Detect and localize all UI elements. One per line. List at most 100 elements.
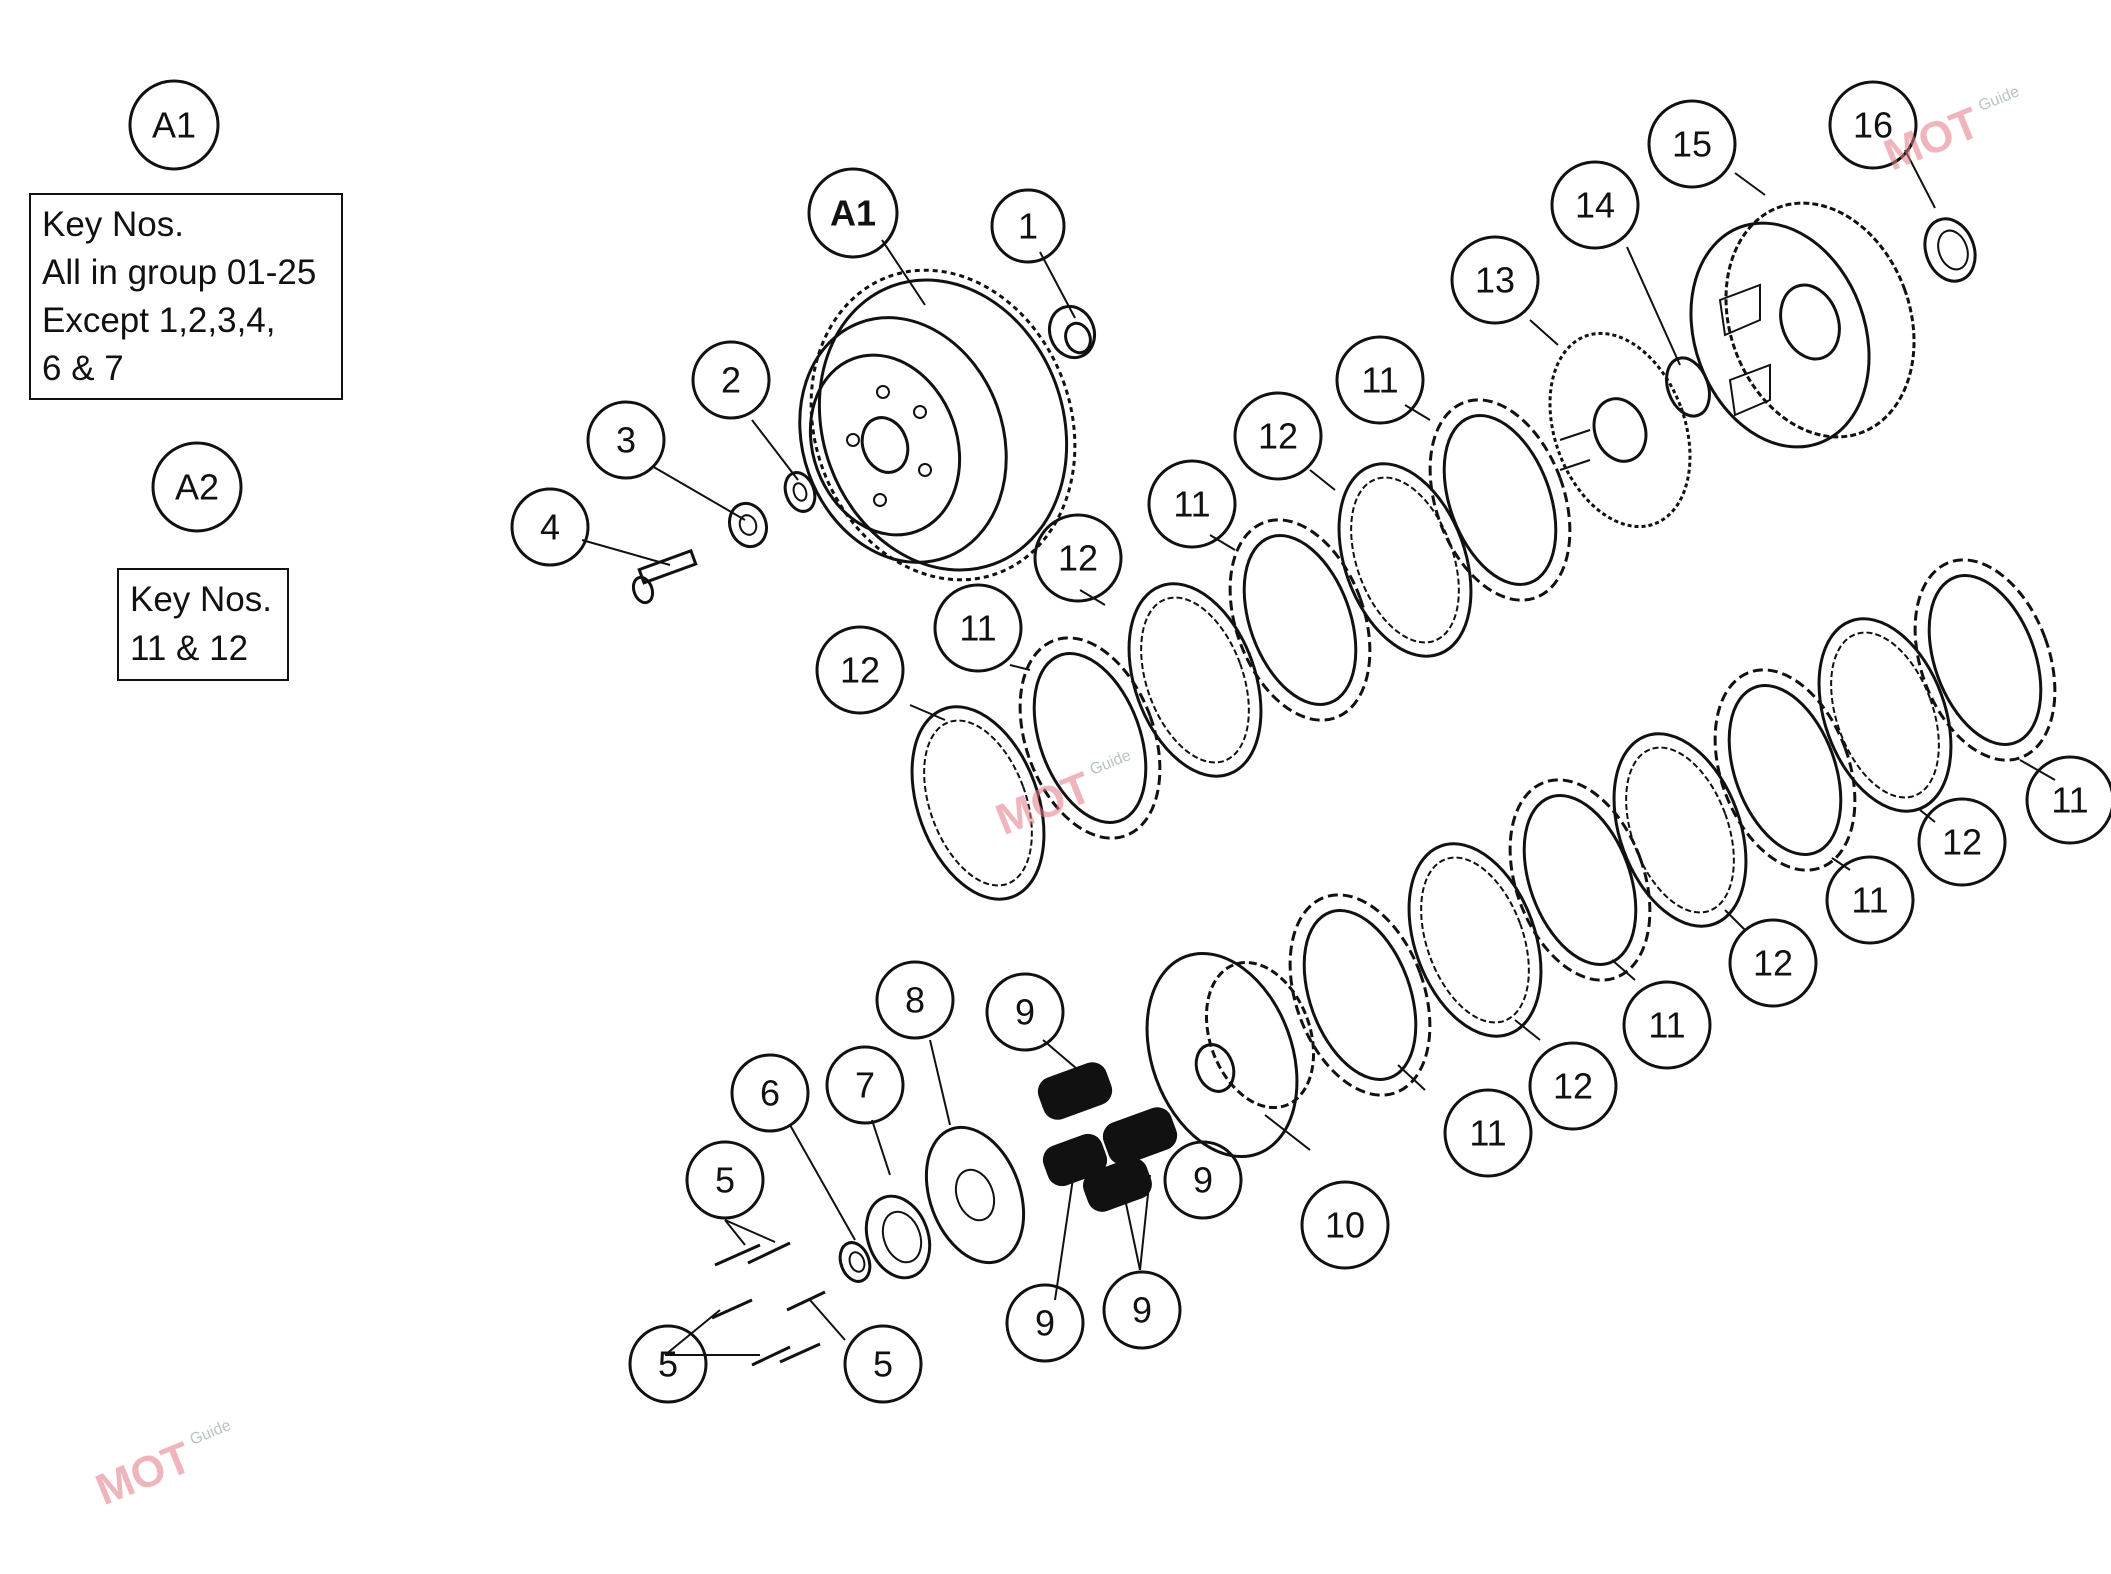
svg-text:6: 6 bbox=[760, 1073, 780, 1114]
watermark-bottom-left: MOT Guide bbox=[89, 1417, 234, 1515]
callout-circle-a2-note bbox=[151, 441, 243, 533]
part-8-plate bbox=[924, 1125, 1026, 1265]
svg-text:Guide: Guide bbox=[1976, 83, 2022, 115]
part-6-bearing bbox=[838, 1241, 872, 1283]
part-10-pressure-plate bbox=[1145, 951, 1316, 1159]
svg-text:11: 11 bbox=[1851, 880, 1888, 921]
svg-text:14: 14 bbox=[1575, 185, 1615, 226]
callout-6: 6 bbox=[730, 1053, 810, 1133]
callout-12: 12 bbox=[1917, 797, 2007, 887]
clutch-assembly-a1 bbox=[798, 268, 1077, 582]
callout-12: 12 bbox=[1233, 391, 1323, 481]
svg-text:11: 11 bbox=[1648, 1005, 1685, 1046]
callout-14: 14 bbox=[1550, 160, 1640, 250]
plate-12 bbox=[1407, 842, 1543, 1038]
callouts: A1 1 2 3 4 12 11 12 11 12 11 13 14 15 16… bbox=[510, 80, 2111, 1404]
disc-row-upper bbox=[910, 201, 1977, 901]
callout-11: 11 bbox=[1622, 980, 1712, 1070]
plate-12 bbox=[910, 705, 1046, 901]
callout-circle-a1-note bbox=[128, 79, 220, 171]
svg-text:12: 12 bbox=[1258, 416, 1298, 457]
callout-12: 12 bbox=[1728, 918, 1818, 1008]
callout-11: 11 bbox=[1335, 335, 1425, 425]
svg-text:12: 12 bbox=[1942, 822, 1982, 863]
note-a1-line: Key Nos. bbox=[42, 205, 184, 244]
svg-text:9: 9 bbox=[1193, 1160, 1213, 1201]
note-a1-line: Except 1,2,3,4, bbox=[42, 301, 275, 340]
svg-text:13: 13 bbox=[1475, 260, 1515, 301]
callout-a1: A1 bbox=[807, 167, 899, 259]
friction-disc-11 bbox=[1913, 558, 2057, 762]
plate-12 bbox=[1127, 582, 1263, 778]
svg-text:1: 1 bbox=[1018, 206, 1038, 247]
callout-8: 8 bbox=[875, 960, 955, 1040]
svg-text:5: 5 bbox=[873, 1344, 893, 1385]
svg-text:5: 5 bbox=[658, 1344, 678, 1385]
svg-text:Guide: Guide bbox=[188, 1417, 234, 1449]
svg-text:3: 3 bbox=[616, 420, 636, 461]
friction-disc-11 bbox=[1713, 668, 1857, 872]
svg-text:15: 15 bbox=[1672, 124, 1712, 165]
note-a2: A2 Key Nos. 11 & 12 bbox=[117, 441, 289, 681]
friction-disc-11 bbox=[1018, 636, 1162, 840]
note-a1-box bbox=[29, 193, 343, 400]
part-3-nut bbox=[727, 501, 769, 549]
part-2-washer bbox=[783, 471, 817, 513]
callout-16: 16 bbox=[1828, 80, 1918, 170]
callout-11: 11 bbox=[1147, 459, 1237, 549]
callout-15: 15 bbox=[1647, 99, 1737, 189]
svg-text:16: 16 bbox=[1853, 105, 1893, 146]
friction-disc-11 bbox=[1428, 398, 1572, 602]
callout-5: 5 bbox=[843, 1324, 923, 1404]
svg-text:2: 2 bbox=[721, 360, 741, 401]
callout-9: 9 bbox=[985, 972, 1065, 1052]
callout-13: 13 bbox=[1450, 235, 1540, 325]
callout-11: 11 bbox=[2025, 755, 2111, 845]
part-16-bearing bbox=[1923, 217, 1977, 283]
svg-text:11: 11 bbox=[959, 608, 996, 649]
part-5-bolts bbox=[711, 1241, 826, 1367]
note-a2-label: A2 bbox=[175, 467, 219, 508]
svg-text:7: 7 bbox=[855, 1065, 875, 1106]
callout-2: 2 bbox=[691, 340, 771, 420]
callout-1: 1 bbox=[990, 188, 1066, 264]
plate-12 bbox=[1612, 732, 1748, 928]
svg-text:MOT: MOT bbox=[89, 1433, 198, 1515]
callout-7: 7 bbox=[825, 1045, 905, 1125]
note-a2-line: 11 & 12 bbox=[130, 629, 248, 668]
note-a2-box bbox=[117, 568, 289, 681]
svg-text:11: 11 bbox=[1361, 360, 1398, 401]
plate-12 bbox=[1337, 462, 1473, 658]
svg-text:9: 9 bbox=[1035, 1303, 1055, 1344]
callout-10: 10 bbox=[1300, 1180, 1390, 1270]
part-15-clutch-basket bbox=[1689, 201, 1916, 449]
part-14-ring bbox=[1665, 356, 1711, 418]
leader-lines bbox=[581, 149, 2056, 1356]
watermark-center: MOT Guide bbox=[989, 747, 1134, 845]
callout-9: 9 bbox=[1102, 1270, 1182, 1350]
callout-5: 5 bbox=[628, 1324, 708, 1404]
callout-12: 12 bbox=[815, 625, 905, 715]
callout-4: 4 bbox=[510, 487, 590, 567]
part-7-bearing-seat bbox=[864, 1194, 932, 1280]
svg-text:5: 5 bbox=[715, 1160, 735, 1201]
watermark-top-right: MOT Guide bbox=[1877, 83, 2022, 180]
svg-text:Guide: Guide bbox=[1088, 747, 1134, 779]
svg-text:11: 11 bbox=[1173, 484, 1210, 525]
part-1-bushing bbox=[1047, 304, 1097, 360]
note-a1: A1 Key Nos. All in group 01-25 Except 1,… bbox=[29, 79, 343, 400]
svg-text:10: 10 bbox=[1325, 1205, 1365, 1246]
callout-11: 11 bbox=[1443, 1088, 1533, 1178]
callout-5: 5 bbox=[685, 1140, 765, 1220]
note-a1-line: All in group 01-25 bbox=[42, 253, 316, 292]
part-4-bolt bbox=[631, 548, 698, 605]
note-a2-line: Key Nos. bbox=[130, 580, 272, 619]
callout-11: 11 bbox=[933, 583, 1023, 673]
disc-row-lower bbox=[711, 558, 2057, 1367]
svg-text:12: 12 bbox=[1553, 1066, 1593, 1107]
svg-text:4: 4 bbox=[540, 507, 560, 548]
plate-13 bbox=[1548, 331, 1692, 529]
svg-text:12: 12 bbox=[1753, 943, 1793, 984]
svg-text:12: 12 bbox=[1058, 538, 1098, 579]
